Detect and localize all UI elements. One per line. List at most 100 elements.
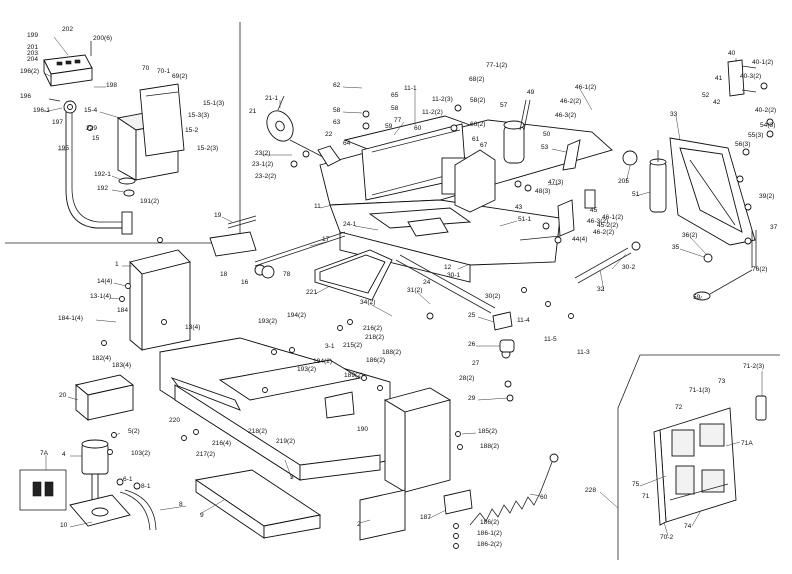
part-label-62: 62	[333, 82, 341, 89]
part-label-46_3_2b: 46-3(2)	[587, 218, 608, 225]
part-label-218_2b: 218(2)	[248, 428, 267, 435]
part-label-70_1: 70-1	[157, 68, 171, 75]
part-label-77_1_2: 77-1(2)	[486, 62, 507, 69]
part-label-188_2b: 188(2)	[480, 443, 499, 450]
part-label-18: 18	[220, 271, 228, 278]
part-label-59b: 59	[693, 294, 701, 301]
part-label-183_4: 183(4)	[112, 362, 131, 369]
stand-assembly	[75, 249, 452, 541]
part-label-50: 50	[543, 131, 551, 138]
part-label-65: 65	[391, 92, 399, 99]
coolant-tank	[194, 469, 322, 539]
part-label-22: 22	[325, 131, 333, 138]
part-label-35: 35	[672, 244, 680, 251]
part-label-217_2: 217(2)	[196, 451, 215, 458]
part-label-71A: 71A	[741, 440, 753, 447]
part-label-192_1: 192-1	[94, 171, 111, 178]
part-label-32: 32	[597, 286, 605, 293]
part-label-58_2: 58(2)	[470, 97, 485, 104]
part-label-3_1: 3-1	[325, 343, 335, 350]
part-label-215_2: 215(2)	[343, 342, 362, 349]
part-label-73: 73	[718, 378, 726, 385]
part-label-46_1_2: 46-1(2)	[575, 84, 596, 91]
part-label-7A: 7A	[40, 450, 49, 457]
part-label-59: 59	[385, 123, 393, 130]
fasteners	[87, 82, 774, 549]
part-label-70_2: 70-2	[660, 534, 674, 541]
part-label-26: 26	[468, 341, 476, 348]
part-label-39_2: 39(2)	[759, 193, 774, 200]
part-label-41: 41	[715, 75, 723, 82]
part-label-33: 33	[670, 111, 678, 118]
part-label-189_2: 189(2)	[344, 372, 363, 379]
part-label-219_2: 219(2)	[276, 438, 295, 445]
part-label-51_1: 51-1	[518, 216, 532, 223]
part-label-4: 4	[62, 451, 66, 458]
part-label-30_1: 30-1	[447, 272, 461, 279]
part-label-53: 53	[541, 144, 549, 151]
part-label-8_1: 8-1	[141, 483, 151, 490]
part-label-197: 197	[52, 119, 63, 126]
part-label-187: 187	[420, 514, 431, 521]
part-label-23_2_2: 23-2(2)	[255, 173, 276, 180]
part-label-45: 45	[590, 207, 598, 214]
part-label-11_3: 11-3	[577, 349, 590, 356]
part-label-34_2: 34(2)	[360, 299, 375, 306]
part-label-40_3_2: 40-3(2)	[740, 73, 761, 80]
part-label-200_6: 200(6)	[93, 35, 112, 42]
part-label-193_2a: 193(2)	[258, 318, 277, 325]
part-label-218_2a: 218(2)	[365, 334, 384, 341]
part-label-15_1_3: 15-1(3)	[203, 100, 224, 107]
part-label-15_3_3: 15-3(3)	[188, 112, 209, 119]
part-label-229: 229	[86, 125, 97, 132]
part-label-216_2: 216(2)	[363, 325, 382, 332]
part-label-15_2: 15-2	[185, 127, 199, 134]
part-label-58a: 58	[333, 107, 341, 114]
part-label-63: 63	[333, 119, 341, 126]
part-label-184_1_4: 184-1(4)	[58, 315, 83, 322]
lead-screw	[395, 254, 496, 314]
part-label-77: 77	[394, 117, 402, 124]
part-label-15_4: 15-4	[84, 107, 98, 114]
part-label-11_5: 11-5	[544, 336, 557, 343]
part-label-13_4: 13(4)	[185, 324, 200, 331]
part-label-28_2: 28(2)	[459, 375, 474, 382]
part-label-25: 25	[468, 312, 476, 319]
part-label-17: 17	[322, 236, 330, 243]
part-label-203: 203	[27, 50, 38, 57]
part-label-191_2: 191(2)	[140, 198, 159, 205]
part-label-76_2: 76(2)	[752, 266, 767, 273]
main-frame	[266, 59, 757, 283]
part-label-182_4: 182(4)	[92, 355, 111, 362]
part-label-46_3_2: 46-3(2)	[555, 112, 576, 119]
part-label-205: 205	[618, 178, 629, 185]
part-label-198: 198	[106, 82, 117, 89]
part-label-216_4: 216(4)	[212, 440, 231, 447]
part-label-190: 190	[357, 426, 368, 433]
part-label-52: 52	[702, 92, 710, 99]
part-label-16: 16	[241, 279, 249, 286]
part-label-46_1_2b: 46-1(2)	[602, 214, 623, 221]
part-label-40_1_2: 40-1(2)	[752, 59, 773, 66]
part-label-19: 19	[214, 212, 222, 219]
part-label-6_1: 6-1	[123, 476, 133, 483]
part-label-47_3: 47(3)	[548, 179, 563, 186]
part-label-71_2_3: 71-2(3)	[743, 363, 764, 370]
part-label-31_2: 31(2)	[407, 287, 422, 294]
part-label-186_2_2: 186-2(2)	[477, 541, 502, 548]
part-label-68_2: 68(2)	[469, 76, 484, 83]
part-label-44_4: 44(4)	[572, 236, 587, 243]
part-label-55_3: 55(3)	[748, 132, 763, 139]
part-label-11_1: 11-1	[404, 85, 417, 92]
part-label-67: 67	[480, 142, 488, 149]
part-label-58b: 58	[391, 105, 399, 112]
spring-60	[469, 453, 559, 526]
part-label-43: 43	[515, 204, 523, 211]
part-label-70: 70	[142, 65, 150, 72]
part-label-36_2: 36(2)	[682, 232, 697, 239]
part-label-199: 199	[27, 32, 38, 39]
part-label-8: 8	[179, 501, 183, 508]
part-label-24: 24	[423, 279, 431, 286]
part-label-24_1: 24-1	[343, 221, 357, 228]
